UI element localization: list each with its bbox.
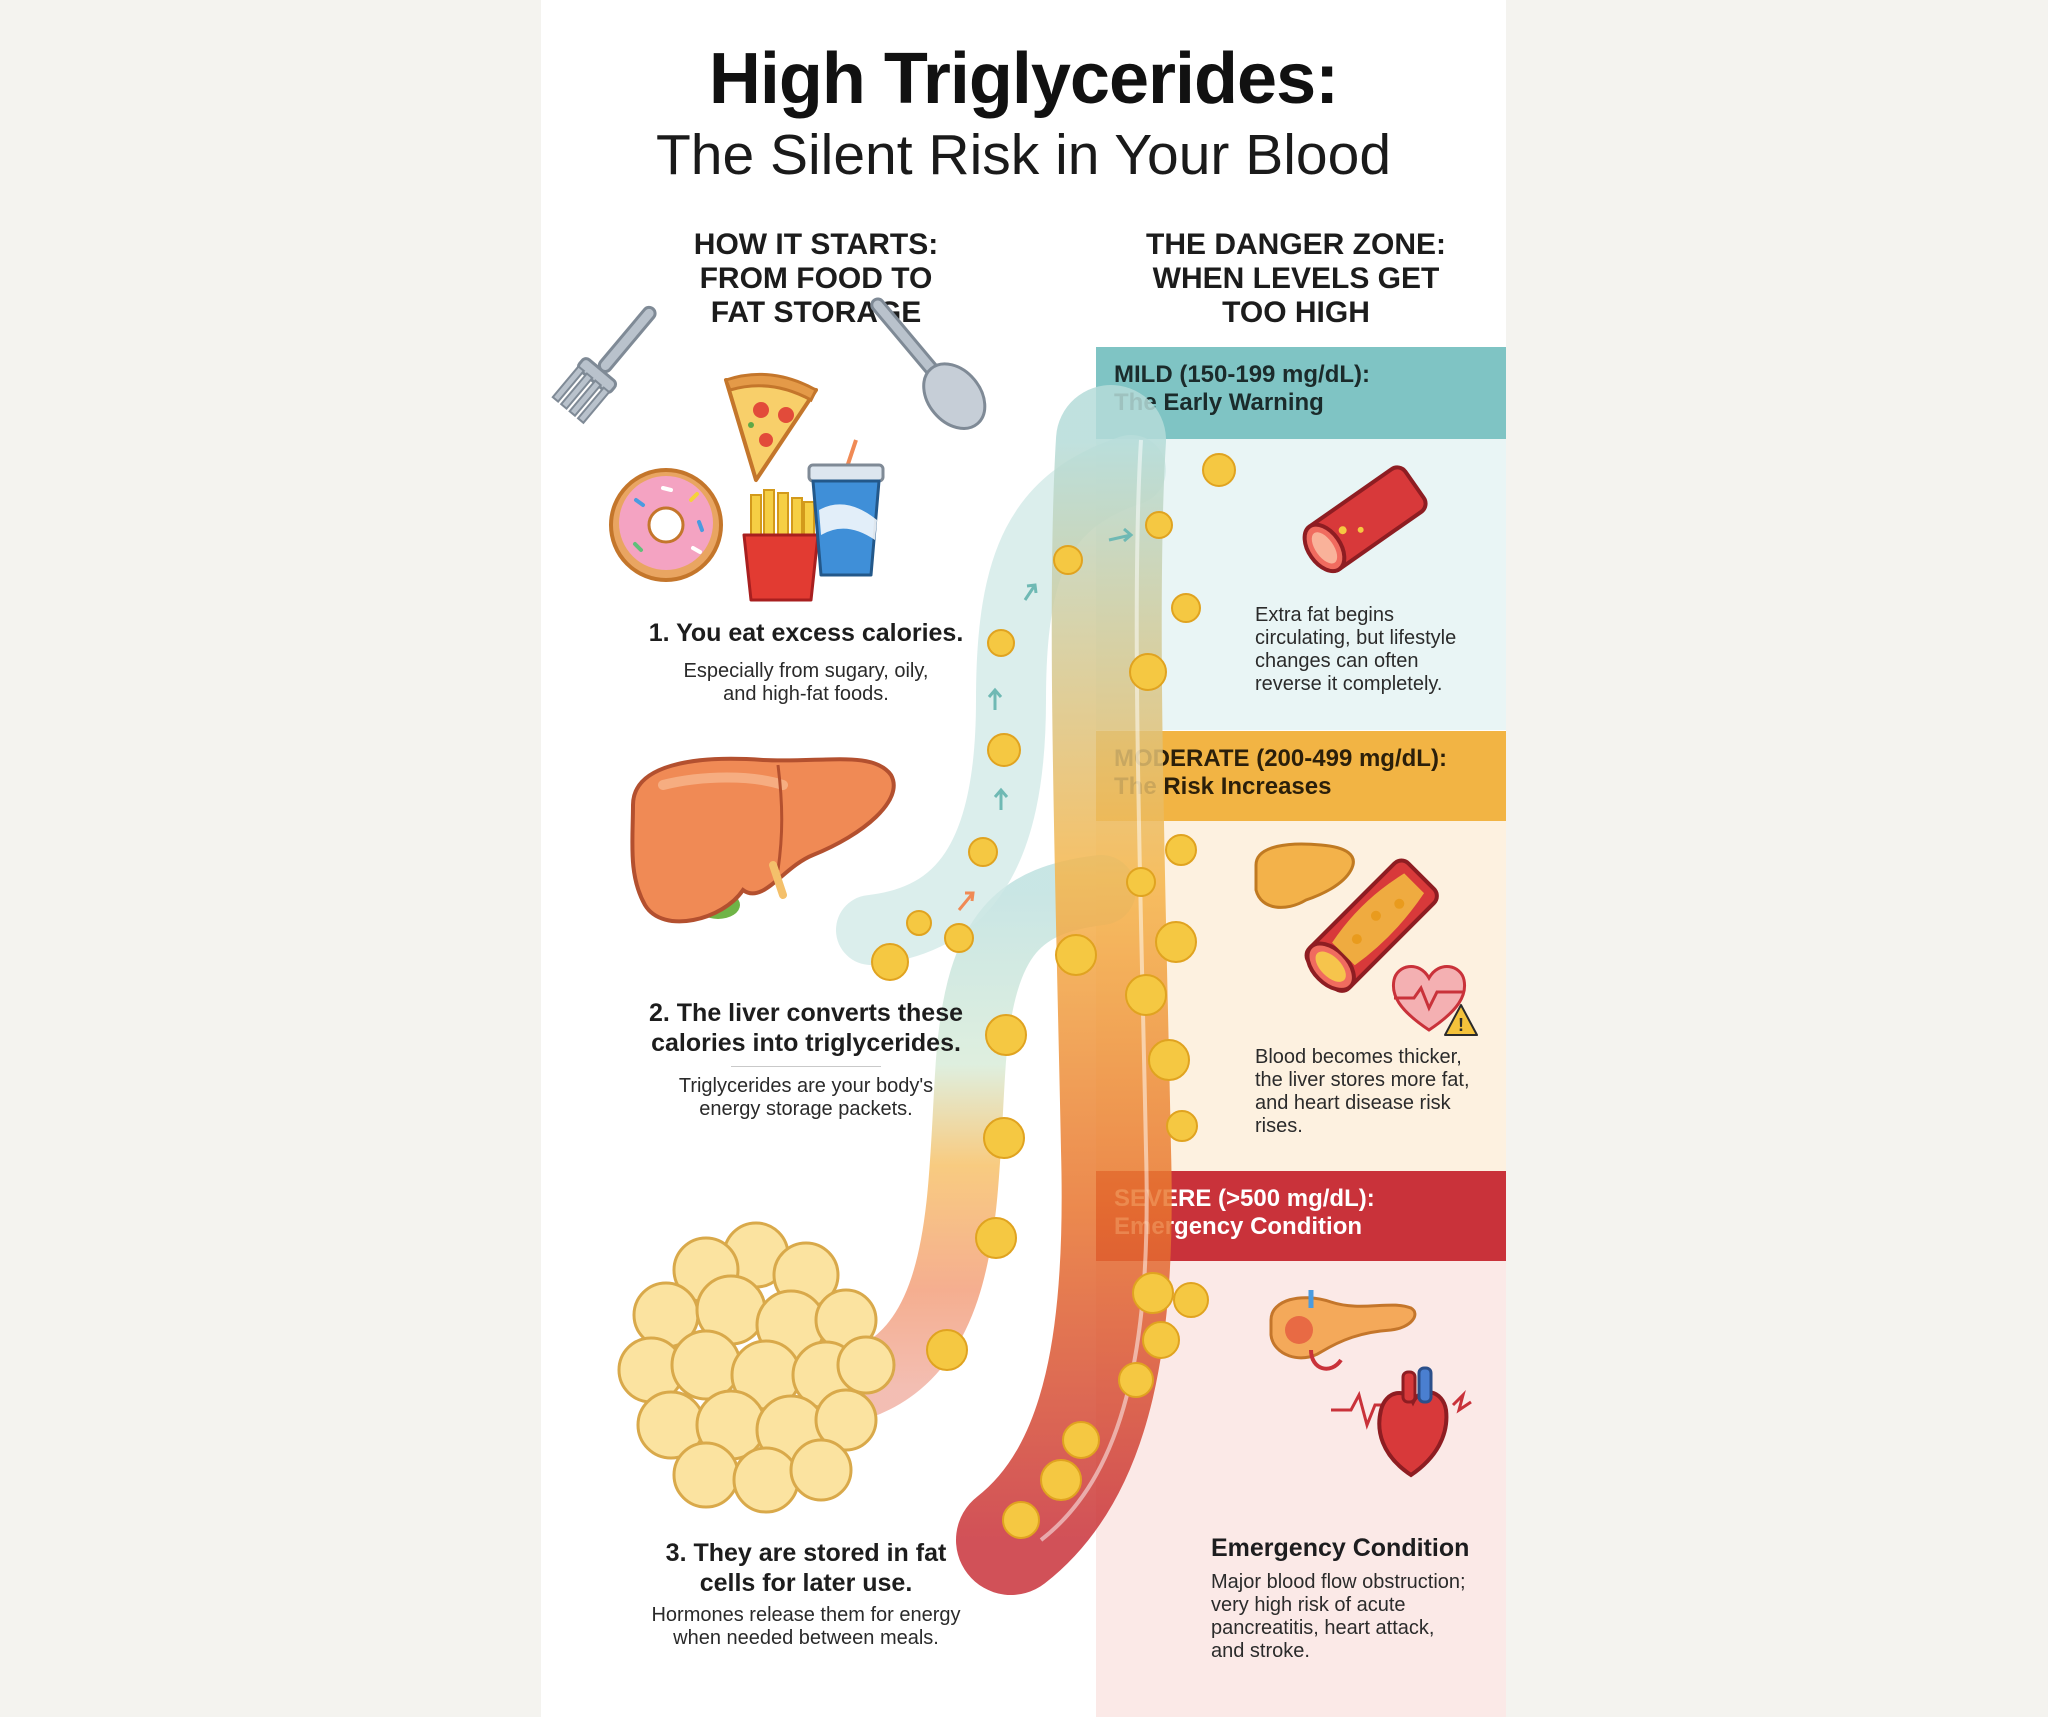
mild-desc-line: circulating, but lifestyle xyxy=(1255,627,1457,649)
pizza-icon xyxy=(724,372,818,482)
step-1-title: 1. You eat excess calories. xyxy=(648,619,964,647)
right-heading-line: TOO HIGH xyxy=(1222,296,1370,329)
fat-cells-icon xyxy=(617,1221,896,1514)
step-2-text-line: Triglycerides are your body's xyxy=(678,1075,934,1097)
severe-description: Emergency Condition Major blood flow obs… xyxy=(1211,1533,1501,1663)
donut-icon xyxy=(609,468,723,582)
left-column-heading: HOW IT STARTS: FROM FOOD TO FAT STORAGE xyxy=(621,228,1011,330)
step-2: 2. The liver converts these calories int… xyxy=(601,998,1011,1121)
step-1-text-line: Especially from sugary, oily, xyxy=(683,660,929,682)
severe-desc-title: Emergency Condition xyxy=(1211,1534,1470,1562)
step-3-title: cells for later use. xyxy=(699,1569,913,1597)
page-title: High Triglycerides: xyxy=(708,39,1339,119)
artery-icon xyxy=(1302,465,1428,574)
mild-desc-line: changes can often xyxy=(1255,650,1419,672)
severe-desc-line: Major blood flow obstruction; xyxy=(1211,1571,1466,1593)
spoon-icon xyxy=(870,297,987,430)
heart-warning-icon: ! xyxy=(1391,965,1478,1036)
moderate-desc-line: rises. xyxy=(1255,1115,1303,1137)
mild-desc-line: Extra fat begins xyxy=(1255,604,1394,626)
fork-icon xyxy=(551,305,657,425)
step-3-title: 3. They are stored in fat xyxy=(665,1539,947,1567)
moderate-desc-line: the liver stores more fat, xyxy=(1255,1069,1470,1091)
liver-icon xyxy=(1254,842,1355,909)
left-heading-line: FROM FOOD TO xyxy=(699,262,933,295)
moderate-level-header xyxy=(1096,731,1506,821)
right-heading-line: WHEN LEVELS GET xyxy=(1152,262,1440,295)
infographic-poster: High Triglycerides: The Silent Risk in Y… xyxy=(541,0,1506,1717)
moderate-label-text: MODERATE (200-499 mg/dL): xyxy=(1114,745,1447,772)
severe-desc-line: very high risk of acute xyxy=(1211,1594,1406,1616)
severe-desc-line: pancreatitis, heart attack, xyxy=(1211,1617,1435,1639)
severe-desc-line: and stroke. xyxy=(1211,1640,1310,1662)
heart-icon xyxy=(1331,1366,1472,1478)
right-column-heading: THE DANGER ZONE: WHEN LEVELS GET TOO HIG… xyxy=(1091,228,1501,330)
fries-icon xyxy=(742,489,820,602)
artery-icon xyxy=(1304,858,1439,993)
mild-description: Extra fat begins circulating, but lifest… xyxy=(1255,604,1495,696)
moderate-desc-line: Blood becomes thicker, xyxy=(1255,1046,1462,1068)
mild-desc-line: reverse it completely. xyxy=(1255,673,1443,695)
step-3-text-line: when needed between meals. xyxy=(673,1627,939,1649)
svg-text:!: ! xyxy=(1458,1015,1464,1035)
soda-cup-icon xyxy=(807,439,885,577)
page-subtitle: The Silent Risk in Your Blood xyxy=(655,123,1392,187)
right-heading-line: THE DANGER ZONE: xyxy=(1146,228,1446,261)
divider xyxy=(731,1066,881,1067)
step-1: 1. You eat excess calories. Especially f… xyxy=(601,618,1011,706)
left-heading-line: HOW IT STARTS: xyxy=(693,228,939,261)
step-2-title: 2. The liver converts these xyxy=(648,999,964,1027)
mild-level-header xyxy=(1096,347,1506,439)
step-2-text-line: energy storage packets. xyxy=(699,1098,913,1120)
step-3: 3. They are stored in fat cells for late… xyxy=(581,1538,1031,1650)
step-1-text-line: and high-fat foods. xyxy=(723,683,889,705)
mild-label-text: MILD (150-199 mg/dL): xyxy=(1114,361,1371,388)
step-3-text-line: Hormones release them for energy xyxy=(651,1604,961,1626)
blood-flow-illustration xyxy=(806,385,1236,1595)
moderate-desc-line: and heart disease risk xyxy=(1255,1092,1451,1114)
moderate-description: Blood becomes thicker, the liver stores … xyxy=(1255,1046,1495,1138)
step-2-title: calories into triglycerides. xyxy=(651,1029,961,1057)
liver-icon xyxy=(630,756,896,924)
pancreas-icon xyxy=(1269,1290,1417,1371)
